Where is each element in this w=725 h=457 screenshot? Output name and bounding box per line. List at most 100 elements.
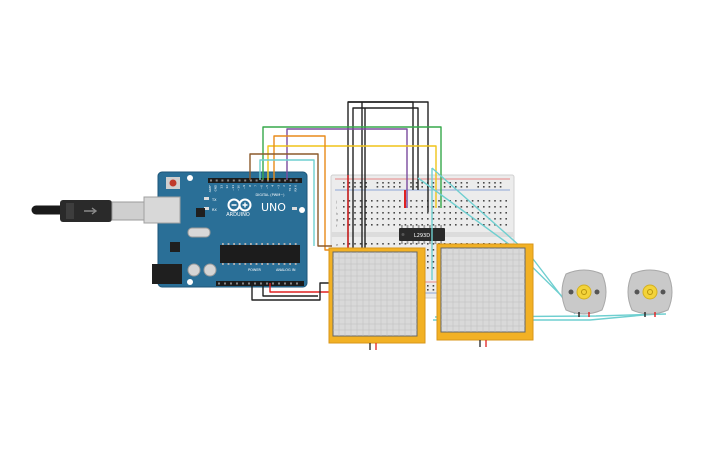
breadboard-hole (432, 261, 435, 263)
breadboard-hole (455, 212, 457, 214)
breadboard-hole (488, 224, 491, 226)
breadboard-hole (483, 224, 485, 226)
rail-hole (466, 186, 468, 188)
mount-hole (187, 279, 193, 285)
breadboard-hole (382, 243, 384, 245)
wire-brown[interactable] (249, 153, 332, 247)
usb-cable[interactable] (31, 200, 145, 222)
breadboard-hole (410, 224, 412, 226)
chip-body (399, 228, 445, 241)
rail-hole (494, 182, 496, 184)
breadboard-hole (471, 212, 474, 214)
wire-teal[interactable] (259, 159, 315, 246)
breadboard-hole (477, 224, 479, 226)
header-pin (236, 282, 238, 285)
digital-header (208, 178, 302, 183)
breadboard-hole (443, 206, 446, 208)
wire-black[interactable] (348, 101, 429, 212)
breadboard-hole (393, 218, 395, 220)
breadboard-hole (365, 206, 367, 208)
rail-hole (348, 186, 351, 188)
wire-black[interactable] (262, 283, 318, 297)
breadboard-hole (494, 206, 496, 208)
arduino-uno[interactable]: ARDUINO UNO DIGITAL (PWM~) POWER ANALOG … (143, 171, 308, 288)
mcu-pin (227, 263, 230, 265)
breadboard-hole (399, 206, 401, 208)
rail-hole (348, 182, 351, 184)
rail-hole (466, 182, 468, 184)
rail-hole (376, 186, 379, 188)
row-letter: g (336, 218, 338, 222)
chip-leg (406, 241, 409, 244)
breadboard-hole (371, 206, 373, 208)
rail-hole (499, 186, 502, 188)
digital-pin-label: 2 (282, 185, 286, 187)
header-pin (260, 282, 262, 285)
breadboard-hole (421, 206, 423, 208)
force-sensor-right[interactable] (436, 243, 534, 347)
header-pin (290, 282, 292, 285)
mcu-pin (250, 243, 252, 245)
rail-hole (399, 182, 401, 184)
rail-hole (393, 182, 395, 184)
breadboard-hole (371, 200, 373, 202)
breadboard-hole (427, 267, 429, 269)
breadboard-hole (399, 200, 401, 202)
breadboard-hole (343, 212, 345, 214)
breadboard-hole (348, 224, 351, 226)
breadboard-hole (415, 243, 418, 245)
breadboard-hole (415, 206, 418, 208)
wire-black[interactable] (251, 282, 330, 301)
breadboard-hole (427, 243, 429, 245)
wire-red[interactable] (269, 283, 333, 293)
mcu-pin (283, 243, 286, 245)
digital-pin-label: 8 (248, 185, 252, 187)
mcu-pin (255, 263, 258, 265)
breadboard-hole (471, 200, 474, 202)
breadboard-hole (365, 224, 367, 226)
breadboard-hole (376, 218, 379, 220)
mcu-pin (227, 243, 230, 245)
breadboard-hole (427, 255, 429, 257)
chip-leg (429, 225, 431, 228)
rail-hole (477, 182, 479, 184)
breadboard-hole (494, 200, 496, 202)
breadboard-hole (477, 200, 479, 202)
atmega-chip (220, 245, 300, 263)
motor-screw (634, 289, 640, 295)
digital-pin-label: AREF (208, 185, 212, 193)
force-sensor-left[interactable] (328, 247, 426, 350)
dc-motor-right[interactable] (627, 269, 673, 317)
breadboard-hole (376, 212, 379, 214)
wire-yellow[interactable] (267, 145, 437, 208)
breadboard-hole (343, 224, 345, 226)
chip-leg (423, 225, 426, 228)
arduino-brand-label: ARDUINO (226, 212, 250, 218)
breadboard-hole (438, 224, 440, 226)
wires (249, 101, 667, 321)
digital-pin-label: RX 0 (294, 185, 298, 192)
l293d-chip[interactable]: L293D (399, 225, 445, 244)
usb-plug-metal (111, 201, 145, 221)
capacitor (203, 263, 217, 277)
dc-motor-left[interactable] (561, 269, 607, 317)
breadboard-hole (427, 249, 429, 251)
rail-hole (449, 186, 451, 188)
breadboard-hole (427, 218, 429, 220)
digital-pin-label: ~3 (276, 185, 280, 189)
breadboard-hole (488, 200, 491, 202)
header-pin (267, 179, 269, 182)
breadboard-hole (354, 212, 356, 214)
breadboard-hole (415, 218, 418, 220)
mcu-pin (244, 243, 247, 245)
breadboard-hole (499, 200, 502, 202)
crystal (187, 227, 211, 238)
mcu-pin (238, 243, 241, 245)
breadboard-hole (499, 218, 502, 220)
rail-hole (382, 182, 384, 184)
wire-black[interactable] (352, 107, 419, 248)
breadboard-hole (432, 255, 435, 257)
chip-leg (417, 241, 420, 244)
